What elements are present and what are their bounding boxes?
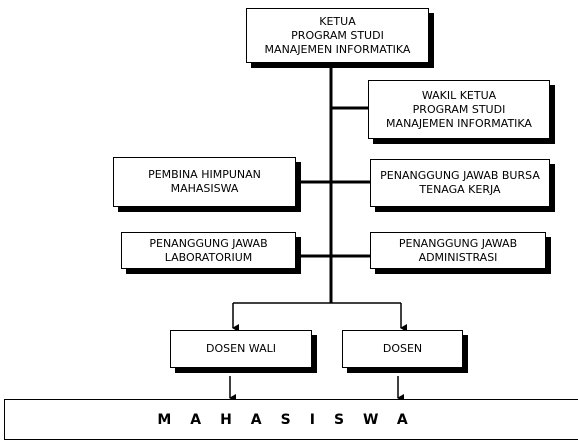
wakil-ketua-line-1: WAKIL KETUA bbox=[421, 88, 497, 102]
pj-bursa-line-1: PENANGGUNG JAWAB BURSA bbox=[380, 169, 540, 182]
ketua-line-2: PROGRAM STUDI bbox=[291, 28, 384, 42]
pembina-himpunan-line-1: PEMBINA HIMPUNAN bbox=[148, 168, 261, 181]
wakil-ketua-line-2: PROGRAM STUDI bbox=[412, 102, 506, 116]
pj-laboratorium-text: PENANGGUNG JAWAB LABORATORIUM bbox=[149, 237, 267, 265]
wakil-ketua-text: WAKIL KETUA PROGRAM STUDI MANAJEMEN INFO… bbox=[386, 89, 532, 131]
pj-bursa-box: PENANGGUNG JAWAB BURSA TENAGA KERJA bbox=[370, 159, 550, 207]
pembina-himpunan-text: PEMBINA HIMPUNAN MAHASISWA bbox=[148, 168, 261, 196]
pembina-himpunan-line-2: MAHASISWA bbox=[170, 182, 239, 195]
pj-laboratorium-box: PENANGGUNG JAWAB LABORATORIUM bbox=[121, 232, 296, 269]
pj-administrasi-line-1: PENANGGUNG JAWAB bbox=[398, 236, 518, 250]
mahasiswa-label: MAHASISWA bbox=[157, 411, 427, 428]
dosen-wali-box: DOSEN WALI bbox=[170, 330, 312, 368]
pj-bursa-line-2: TENAGA KERJA bbox=[419, 183, 501, 196]
ketua-line-3: MANAJEMEN INFORMATIKA bbox=[264, 42, 411, 56]
wakil-ketua-box: WAKIL KETUA PROGRAM STUDI MANAJEMEN INFO… bbox=[368, 80, 550, 139]
dosen-wali-label: DOSEN WALI bbox=[206, 342, 276, 355]
dosen-label: DOSEN bbox=[382, 342, 423, 355]
pj-administrasi-text: PENANGGUNG JAWAB ADMINISTRASI bbox=[399, 237, 517, 265]
pj-administrasi-line-2: ADMINISTRASI bbox=[418, 250, 498, 264]
ketua-line-1: KETUA bbox=[319, 14, 356, 28]
pj-laboratorium-line-2: LABORATORIUM bbox=[164, 250, 253, 264]
mahasiswa-box: MAHASISWA bbox=[4, 399, 578, 440]
ketua-text: KETUA PROGRAM STUDI MANAJEMEN INFORMATIK… bbox=[265, 15, 411, 57]
pj-laboratorium-line-1: PENANGGUNG JAWAB bbox=[149, 236, 268, 250]
dosen-box: DOSEN bbox=[342, 330, 463, 368]
wakil-ketua-line-3: MANAJEMEN INFORMATIKA bbox=[386, 116, 532, 130]
ketua-box: KETUA PROGRAM STUDI MANAJEMEN INFORMATIK… bbox=[246, 8, 429, 63]
pj-bursa-text: PENANGGUNG JAWAB BURSA TENAGA KERJA bbox=[380, 169, 540, 197]
pj-administrasi-box: PENANGGUNG JAWAB ADMINISTRASI bbox=[370, 232, 546, 269]
pembina-himpunan-box: PEMBINA HIMPUNAN MAHASISWA bbox=[113, 157, 296, 207]
